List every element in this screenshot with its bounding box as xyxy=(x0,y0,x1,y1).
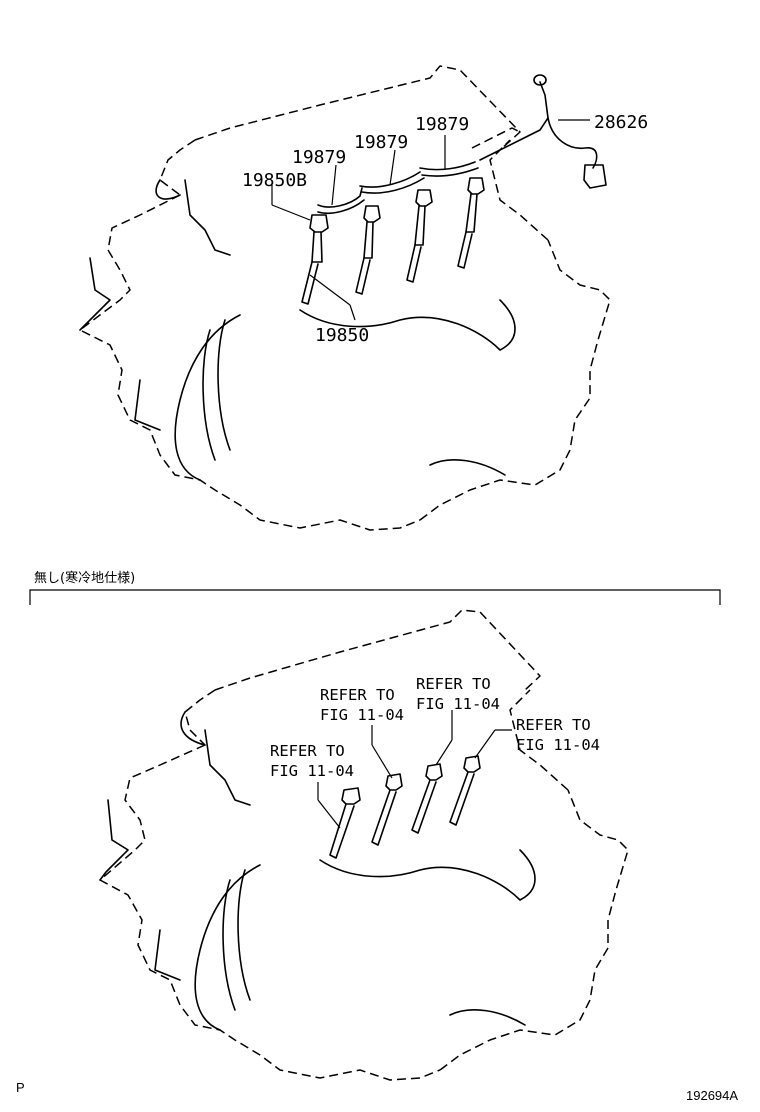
variant-caption: 無し(寒冷地仕様) xyxy=(34,570,135,586)
top-glow-plugs xyxy=(301,74,607,305)
label-19879-b: 19879 xyxy=(354,132,408,153)
label-28626: 28626 xyxy=(594,112,648,133)
label-19850b: 19850B xyxy=(242,170,307,191)
reference-label-4: REFER TO FIG 11-04 xyxy=(516,716,600,754)
footer-left-mark: P xyxy=(16,1080,25,1095)
svg-text:REFER TO: REFER TO xyxy=(270,742,345,760)
bottom-glow-plugs xyxy=(329,755,481,859)
variant-bracket xyxy=(29,589,721,605)
reference-label-2: REFER TO FIG 11-04 xyxy=(320,686,404,724)
bottom-engine-outline xyxy=(99,609,629,1081)
reference-label-3: REFER TO FIG 11-04 xyxy=(416,675,500,713)
svg-text:FIG 11-04: FIG 11-04 xyxy=(320,706,404,724)
label-19850: 19850 xyxy=(315,325,369,346)
top-leader-lines xyxy=(271,119,590,321)
reference-label-1: REFER TO FIG 11-04 xyxy=(270,742,354,780)
svg-text:FIG 11-04: FIG 11-04 xyxy=(416,695,500,713)
figure-id: 192694A xyxy=(686,1088,738,1103)
svg-text:FIG 11-04: FIG 11-04 xyxy=(516,736,600,754)
svg-text:REFER TO: REFER TO xyxy=(320,686,395,704)
svg-text:FIG 11-04: FIG 11-04 xyxy=(270,762,354,780)
top-engine-outline xyxy=(79,65,611,531)
svg-text:REFER TO: REFER TO xyxy=(416,675,491,693)
label-19879-a: 19879 xyxy=(292,147,346,168)
label-19879-c: 19879 xyxy=(415,114,469,135)
bottom-leader-lines xyxy=(317,710,512,829)
svg-text:REFER TO: REFER TO xyxy=(516,716,591,734)
